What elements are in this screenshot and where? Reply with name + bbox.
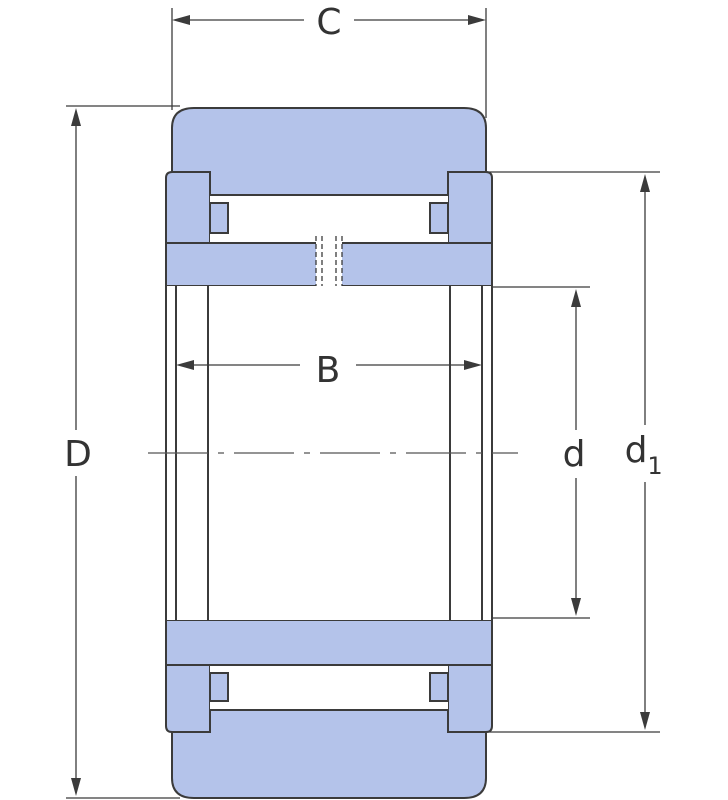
- d-bore-arrow-top: [571, 289, 581, 307]
- cage-stub-bottom-left: [209, 672, 229, 702]
- c-arrow-left: [172, 15, 190, 25]
- outer-ring-bottom: [171, 709, 487, 799]
- label-d-outer: D: [64, 434, 92, 475]
- d1-arrow-top: [640, 174, 650, 192]
- label-d1-subscript: 1: [647, 452, 662, 480]
- d1-arrow-bottom: [640, 712, 650, 730]
- label-d-bore: d: [563, 434, 586, 475]
- b-arrow-right: [464, 360, 482, 370]
- label-b: B: [316, 350, 341, 391]
- side-flange-bottom-left: [165, 664, 211, 733]
- roller-cavity-top: [210, 195, 448, 243]
- side-flange-top-left: [165, 171, 211, 244]
- roller-cavity-bottom: [210, 665, 448, 710]
- label-c: C: [316, 2, 341, 43]
- cage-stub-bottom-right: [429, 672, 449, 702]
- d-outer-arrow-top: [71, 108, 81, 126]
- outer-ring-top: [171, 107, 487, 196]
- b-arrow-left: [176, 360, 194, 370]
- c-arrow-right: [468, 15, 486, 25]
- inner-ring-bottom: [165, 619, 493, 666]
- d-bore-arrow-bottom: [571, 598, 581, 616]
- label-d1: d: [625, 430, 648, 471]
- lubrication-hole: [316, 241, 342, 288]
- d-outer-arrow-bottom: [71, 778, 81, 796]
- cage-stub-top-left: [209, 202, 229, 234]
- side-flange-top-right: [447, 171, 493, 244]
- side-flange-bottom-right: [447, 664, 493, 733]
- cage-stub-top-right: [429, 202, 449, 234]
